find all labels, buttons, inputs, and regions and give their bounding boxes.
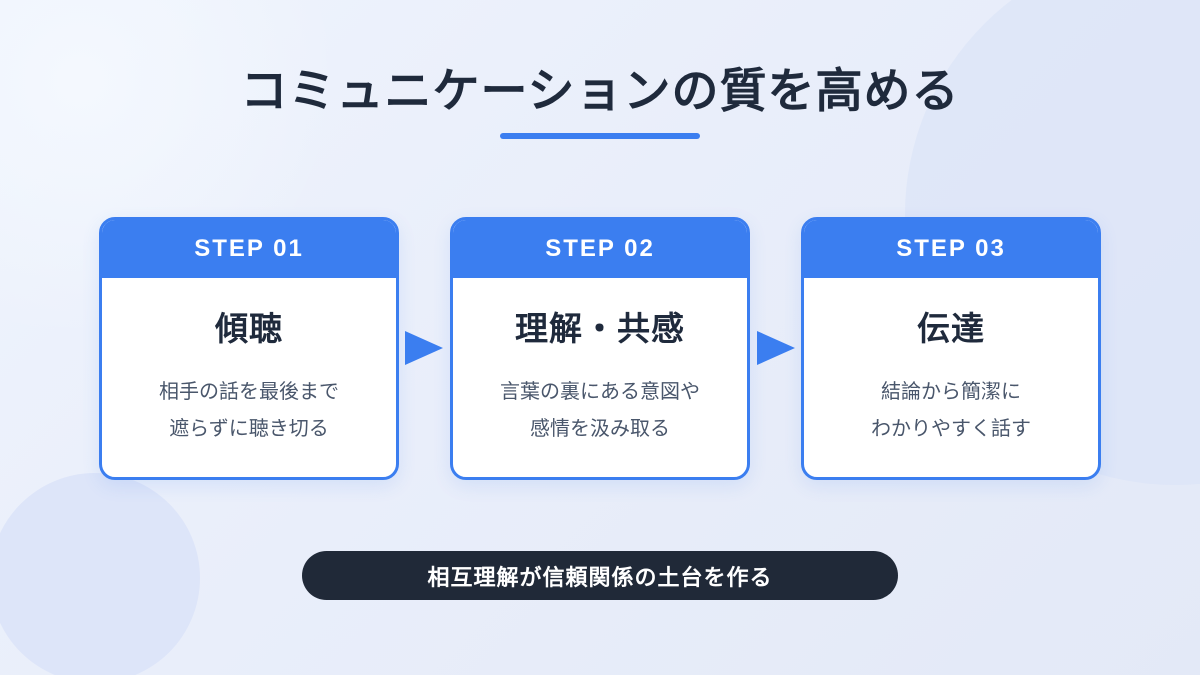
footer-banner: 相互理解が信頼関係の土台を作る	[302, 551, 898, 600]
step-description: 言葉の裏にある意図や 感情を汲み取る	[500, 374, 700, 448]
step-card-1-header: STEP 01	[102, 220, 396, 278]
decor-circle-bottom-left	[0, 473, 200, 675]
footer-banner-text: 相互理解が信頼関係の土台を作る	[427, 564, 773, 590]
step-card-1-body: 傾聴 相手の話を最後まで 遮らずに聴き切る	[102, 278, 396, 477]
step-description-line: 結論から簡潔に	[881, 381, 1021, 403]
step-title: 理解・共感	[515, 310, 685, 347]
step-card-2-header: STEP 02	[453, 220, 747, 278]
step-description-line: わかりやすく話す	[871, 418, 1031, 440]
step-badge: STEP 02	[545, 235, 655, 262]
right-arrow-icon	[405, 331, 443, 365]
step-description-line: 感情を汲み取る	[530, 418, 670, 440]
step-card-3: STEP 03 伝達 結論から簡潔に わかりやすく話す	[801, 217, 1101, 480]
step-description: 相手の話を最後まで 遮らずに聴き切る	[159, 374, 339, 448]
title-underline	[500, 133, 700, 139]
step-badge: STEP 01	[194, 235, 304, 262]
step-title: 伝達	[917, 310, 985, 347]
step-description-line: 言葉の裏にある意図や	[500, 381, 700, 403]
header: コミュニケーションの質を高める	[0, 60, 1200, 122]
step-card-2: STEP 02 理解・共感 言葉の裏にある意図や 感情を汲み取る	[450, 217, 750, 480]
step-card-2-body: 理解・共感 言葉の裏にある意図や 感情を汲み取る	[453, 278, 747, 477]
step-card-1: STEP 01 傾聴 相手の話を最後まで 遮らずに聴き切る	[99, 217, 399, 480]
step-description-line: 相手の話を最後まで	[159, 381, 339, 403]
right-arrow-icon	[757, 331, 795, 365]
step-card-3-header: STEP 03	[804, 220, 1098, 278]
step-title: 傾聴	[215, 310, 283, 347]
step-card-3-body: 伝達 結論から簡潔に わかりやすく話す	[804, 278, 1098, 477]
step-description-line: 遮らずに聴き切る	[169, 418, 329, 440]
step-badge: STEP 03	[896, 235, 1006, 262]
page-title: コミュニケーションの質を高める	[240, 64, 960, 117]
step-description: 結論から簡潔に わかりやすく話す	[871, 374, 1031, 448]
